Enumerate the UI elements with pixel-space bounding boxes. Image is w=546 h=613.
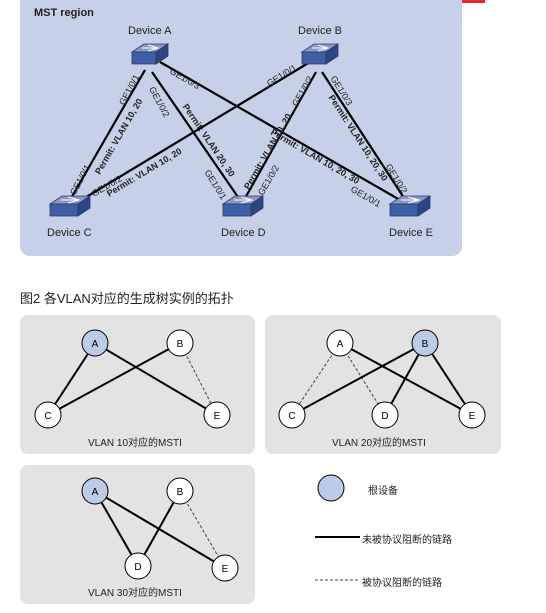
link-b-d — [243, 71, 317, 201]
msti-node-label: C — [288, 411, 295, 422]
msti-node-root — [411, 329, 439, 357]
msti-link-blocked — [291, 342, 341, 416]
msti-vlan20-graph: A B C D E — [278, 329, 486, 429]
msti-link-active — [384, 342, 426, 416]
msti-node-label: B — [177, 339, 184, 350]
msti-node-root — [81, 477, 109, 505]
msti-panel-vlan10 — [20, 315, 255, 454]
msti-link-active — [94, 490, 139, 567]
link-a-d — [151, 71, 241, 201]
msti-node-label: E — [469, 411, 476, 422]
msti-node — [166, 329, 194, 357]
switch-icon — [48, 195, 92, 217]
msti-node — [166, 477, 194, 505]
link-a-e — [159, 61, 401, 201]
device-d-label: Device D — [221, 227, 266, 239]
msti-vlan10-graph: A B C E — [34, 329, 231, 429]
msti-link-active — [291, 342, 426, 416]
msti-panel-vlan30 — [20, 465, 255, 604]
msti-node-label: D — [381, 411, 388, 422]
switch-icon — [130, 43, 170, 65]
legend-symbols — [315, 474, 360, 581]
msti-node — [371, 401, 399, 429]
msti-link-active — [137, 490, 181, 567]
legend-blocked-label: 被协议阻断的链路 — [362, 578, 442, 589]
link-b-e — [321, 71, 405, 199]
msti-node-label: A — [337, 339, 344, 350]
link-a-c — [69, 69, 146, 201]
msti-link-active — [424, 342, 473, 416]
msti-node-label: E — [222, 564, 229, 575]
msti-node — [203, 401, 231, 429]
msti-node-label: B — [177, 487, 184, 498]
legend-active-label: 未被协议阻断的链路 — [362, 535, 452, 546]
msti-node — [34, 401, 62, 429]
msti-title-vlan10: VLAN 10对应的MSTI — [88, 438, 182, 449]
msti-node-label: A — [92, 487, 99, 498]
mst-region-label: MST region — [34, 7, 94, 19]
msti-link-active — [94, 342, 218, 416]
msti-title-vlan30: VLAN 30对应的MSTI — [88, 588, 182, 599]
msti-node-root — [81, 329, 109, 357]
msti-link-active — [94, 490, 226, 569]
msti-node — [458, 401, 486, 429]
mst-topology-links — [48, 43, 432, 217]
msti-panel-vlan20 — [265, 315, 501, 454]
device-a-label: Device A — [128, 25, 172, 37]
msti-node — [211, 554, 239, 582]
msti-link-active — [47, 342, 181, 416]
switch-icon — [221, 195, 265, 217]
device-e-label: Device E — [389, 227, 434, 239]
device-b-label: Device B — [298, 25, 343, 37]
msti-node — [278, 401, 306, 429]
legend-root-symbol — [317, 474, 345, 502]
msti-node — [124, 552, 152, 580]
msti-node-label: A — [92, 339, 99, 350]
msti-link-blocked — [339, 342, 386, 416]
switch-icon — [388, 195, 432, 217]
msti-node — [326, 329, 354, 357]
msti-node-label: B — [422, 339, 429, 350]
device-c-label: Device C — [47, 227, 92, 239]
switch-icon — [300, 43, 340, 65]
msti-node-label: D — [134, 562, 141, 573]
link-b-c — [77, 61, 311, 203]
msti-title-vlan20: VLAN 20对应的MSTI — [332, 438, 426, 449]
msti-node-label: E — [214, 411, 221, 422]
msti-vlan30-graph: A B D E — [81, 477, 239, 582]
figure-caption: 图2 各VLAN对应的生成树实例的拓扑 — [20, 291, 234, 306]
legend-root-label: 根设备 — [368, 486, 398, 497]
msti-link-active — [47, 342, 96, 416]
msti-node-label: C — [44, 411, 51, 422]
